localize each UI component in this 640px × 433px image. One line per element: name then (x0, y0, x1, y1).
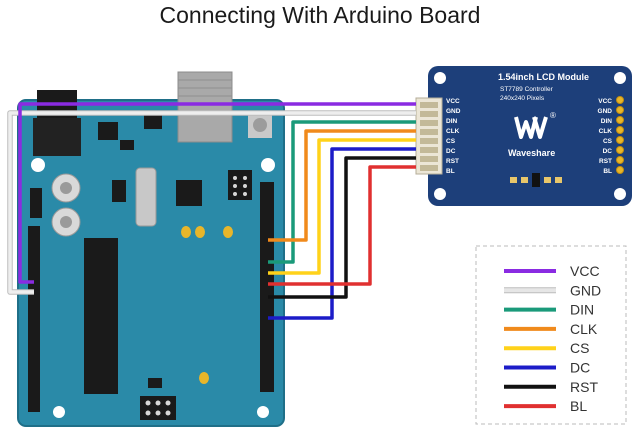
wire-din (268, 120, 416, 264)
lcd-left-pin-bl: BL (446, 168, 455, 175)
lcd-right-pin-rst: RST (599, 158, 612, 165)
legend-label-bl: BL (570, 398, 587, 414)
lcd-registered-mark: ® (550, 111, 556, 120)
lcd-right-pin-cs: CS (603, 138, 613, 145)
page-title: Connecting With Arduino Board (159, 2, 481, 28)
lcd-left-pin-clk: CLK (446, 128, 460, 135)
lcd-right-pin-dc: DC (603, 148, 613, 155)
legend-label-din: DIN (570, 302, 594, 318)
lcd-right-pin-bl: BL (603, 168, 612, 175)
lcd-right-pin-vcc: VCC (598, 98, 612, 105)
lcd-controller: ST7789 Controller (500, 86, 554, 93)
waveshare-logo-icon (514, 116, 538, 139)
lcd-name: 1.54inch LCD Module (498, 72, 589, 82)
wires (7, 102, 416, 320)
lcd-left-pin-dc: DC (446, 148, 456, 155)
legend-label-cs: CS (570, 340, 589, 356)
lcd-right-pin-clk: CLK (599, 128, 613, 135)
lcd-right-pin-din: DIN (601, 118, 613, 125)
arduino-board (17, 71, 285, 427)
wire-bl (268, 165, 416, 286)
legend-label-rst: RST (570, 379, 598, 395)
wire-legend: VCC GND DIN CLK CS DC RST BL (475, 245, 627, 425)
legend-label-clk: CLK (570, 321, 598, 337)
lcd-right-pin-gnd: GND (598, 108, 613, 115)
lcd-module: 1.54inch LCD Module ST7789 Controller 24… (415, 66, 632, 206)
wire-vcc (18, 102, 416, 284)
lcd-left-pin-cs: CS (446, 138, 456, 145)
lcd-left-pin-vcc: VCC (446, 98, 460, 105)
lcd-left-pin-din: DIN (446, 118, 458, 125)
lcd-left-pin-gnd: GND (446, 108, 461, 115)
wire-gnd (8, 111, 416, 294)
lcd-left-pin-rst: RST (446, 158, 459, 165)
wire-clk (268, 129, 416, 242)
legend-label-gnd: GND (570, 282, 601, 298)
wire-rst (268, 156, 416, 299)
legend-label-vcc: VCC (570, 263, 600, 279)
wire-dc (268, 147, 416, 320)
legend-label-dc: DC (570, 360, 590, 376)
wire-cs (268, 138, 416, 275)
lcd-resolution: 240x240 Pixels (500, 95, 545, 102)
lcd-brand: Waveshare (508, 148, 555, 158)
